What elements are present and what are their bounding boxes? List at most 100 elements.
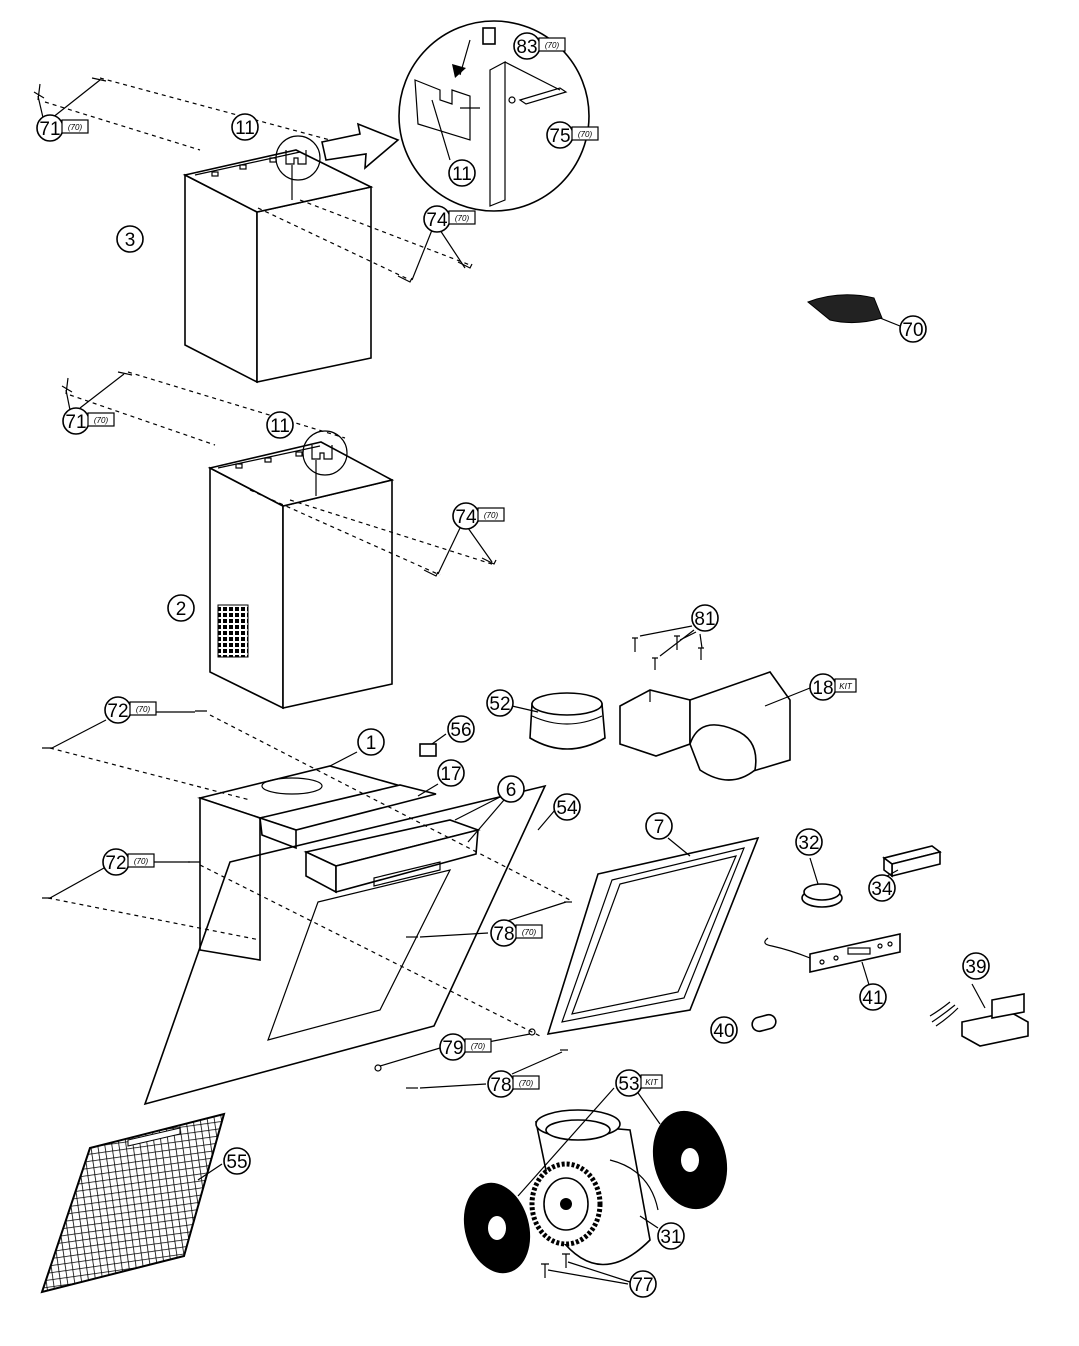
callout-tag-box [640,1074,663,1089]
lower-bracket-detail-circle [302,430,348,476]
callout-41: 41 [859,983,887,1011]
callout-tag: KIT [839,682,853,691]
callout-number: 71 [39,119,60,140]
light-fixture-32 [801,857,843,908]
callout-72: 72 (70) [104,696,157,724]
callout-71: 71 (70) [62,407,115,435]
callout-tag-box [571,126,599,141]
charcoal-filter-53-right [652,1110,728,1210]
switch-34 [879,845,942,881]
callout-31: 31 [657,1222,685,1250]
filter-frame-7 [546,836,760,1036]
callout-2: 2 [167,594,195,622]
callout-tag: KIT [645,1078,659,1087]
callout-number: 32 [798,833,819,854]
callout-number: 2 [176,599,187,620]
lower-chimney-cover [207,441,395,710]
callout-number: 72 [107,701,128,722]
transformer-39 [929,983,1029,1047]
callout-number: 17 [440,764,461,785]
callout-78: 78(70) [487,1070,540,1098]
callout-circle [497,775,525,803]
screws-77 [541,1253,631,1285]
callout-11: 11 [266,411,294,439]
callout-7: 7 [645,812,673,840]
callout-6: 6 [497,775,525,803]
callout-tag-box [538,37,566,52]
callout-circle [657,1222,685,1250]
callout-32: 32 [795,828,823,856]
callout-70: 70 [899,315,927,343]
screw-paths-upper [44,77,471,281]
callout-tag-box [512,1075,540,1090]
callout-number: 41 [862,988,883,1009]
callout-number: 11 [452,164,472,185]
part-callouts: 71(70)1183(70)75(70)11374(70)7071(70)117… [36,32,990,1298]
callout-number: 78 [493,924,514,945]
callout-circle [116,225,144,253]
callout-tag: (70) [471,1042,486,1051]
callout-71: 71 (70) [36,114,89,142]
callout-tag-box [515,924,543,939]
callout-number: 34 [871,879,893,900]
callout-circle [859,983,887,1011]
charcoal-filter-70 [807,294,901,327]
callout-tag: (70) [522,928,537,937]
capacitor-40 [751,1013,777,1033]
callout-number: 55 [226,1152,247,1173]
callout-79: 79 (70) [439,1033,492,1061]
upper-bracket-detail-circle-small [275,135,321,181]
callout-circle [795,828,823,856]
clip-83 [452,27,496,78]
callout-78: 78 (70) [490,919,543,947]
callout-circle [691,604,719,632]
blower-motor-31 [529,1109,659,1266]
callout-tag: (70) [94,416,109,425]
callout-circle [167,594,195,622]
callout-number: 40 [713,1021,734,1042]
callout-55: 55 [223,1147,251,1175]
callout-81: 81 [691,604,719,632]
callout-circle [710,1016,738,1044]
nut-56 [419,733,447,757]
screws-78 [406,901,572,1089]
callout-number: 31 [660,1227,681,1248]
callout-circle [962,952,990,980]
screws-71-middle [61,371,133,411]
callout-tag-box [87,412,115,427]
callout-83: 83(70) [513,32,566,60]
leaders-53 [517,1087,661,1197]
charcoal-filter-53-left [463,1182,531,1274]
callout-number: 1 [366,733,377,754]
duct-adapter-18 [619,671,811,781]
callout-circle [223,1147,251,1175]
bracket-detail-magnified [398,20,590,212]
callout-tag: (70) [136,705,151,714]
callout-tag-box [61,119,89,134]
callout-number: 6 [506,780,517,801]
callout-number: 72 [105,853,126,874]
control-housing-6 [303,795,505,894]
callout-tag: (70) [68,123,83,132]
callout-1: 1 [357,728,385,756]
callout-56: 56 [447,715,475,743]
screws-74-top [397,229,473,283]
callout-circle [231,113,259,141]
callout-number: 74 [426,210,448,231]
callout-tag-box [127,853,155,868]
callout-tag: (70) [134,857,149,866]
callout-circle [486,689,514,717]
callout-number: 7 [654,817,665,838]
callout-number: 74 [455,507,477,528]
callout-74: 74(70) [423,205,476,233]
upper-chimney-cover [182,149,374,384]
callout-number: 79 [442,1038,463,1059]
callout-number: 71 [65,412,86,433]
callout-tag-box [834,678,857,693]
callout-circle [266,411,294,439]
callout-circle [629,1270,657,1298]
grease-filter-55 [40,1112,226,1294]
callout-tag: (70) [484,511,499,520]
